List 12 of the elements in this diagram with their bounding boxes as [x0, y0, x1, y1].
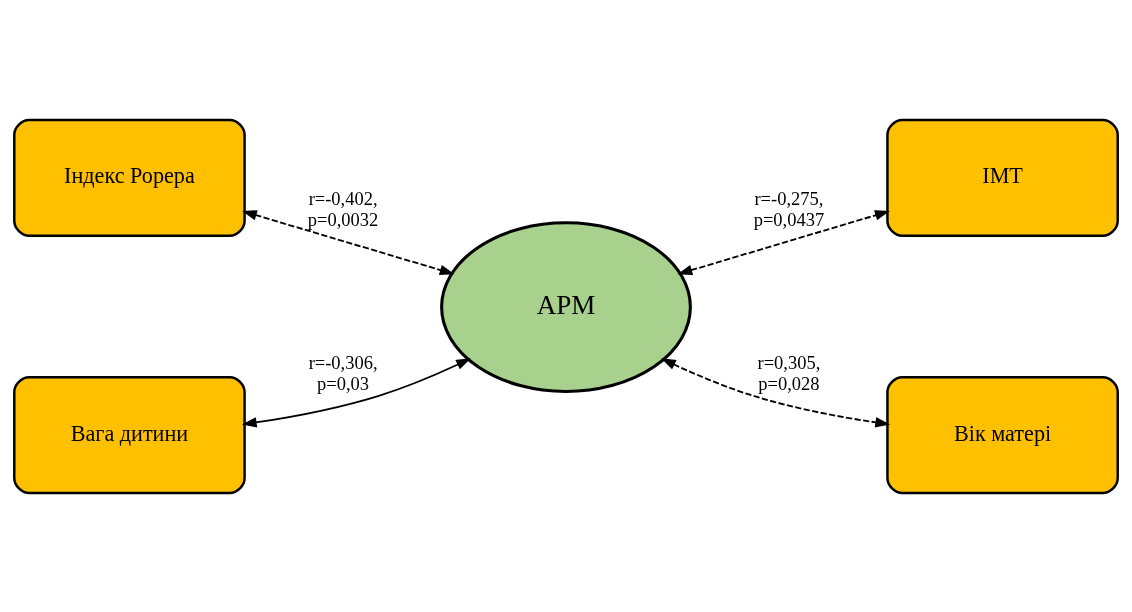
arrow	[241, 357, 471, 427]
arrow	[677, 209, 890, 275]
node-box: Вага дитини	[13, 375, 246, 494]
node-box: Індекс Рорера	[13, 118, 246, 237]
edge-label: r=0,305, p=0,028	[757, 352, 821, 394]
edge-label: r=-0,402, p=0,0032	[307, 188, 379, 230]
edge-label: r=-0,275, p=0,0437	[753, 188, 825, 230]
arrow	[661, 357, 891, 427]
arrow	[242, 209, 455, 275]
node-box: ІМТ	[886, 118, 1119, 237]
edge-label: r=-0,306, p=0,03	[308, 352, 378, 394]
node-box: Вік матері	[886, 375, 1119, 494]
